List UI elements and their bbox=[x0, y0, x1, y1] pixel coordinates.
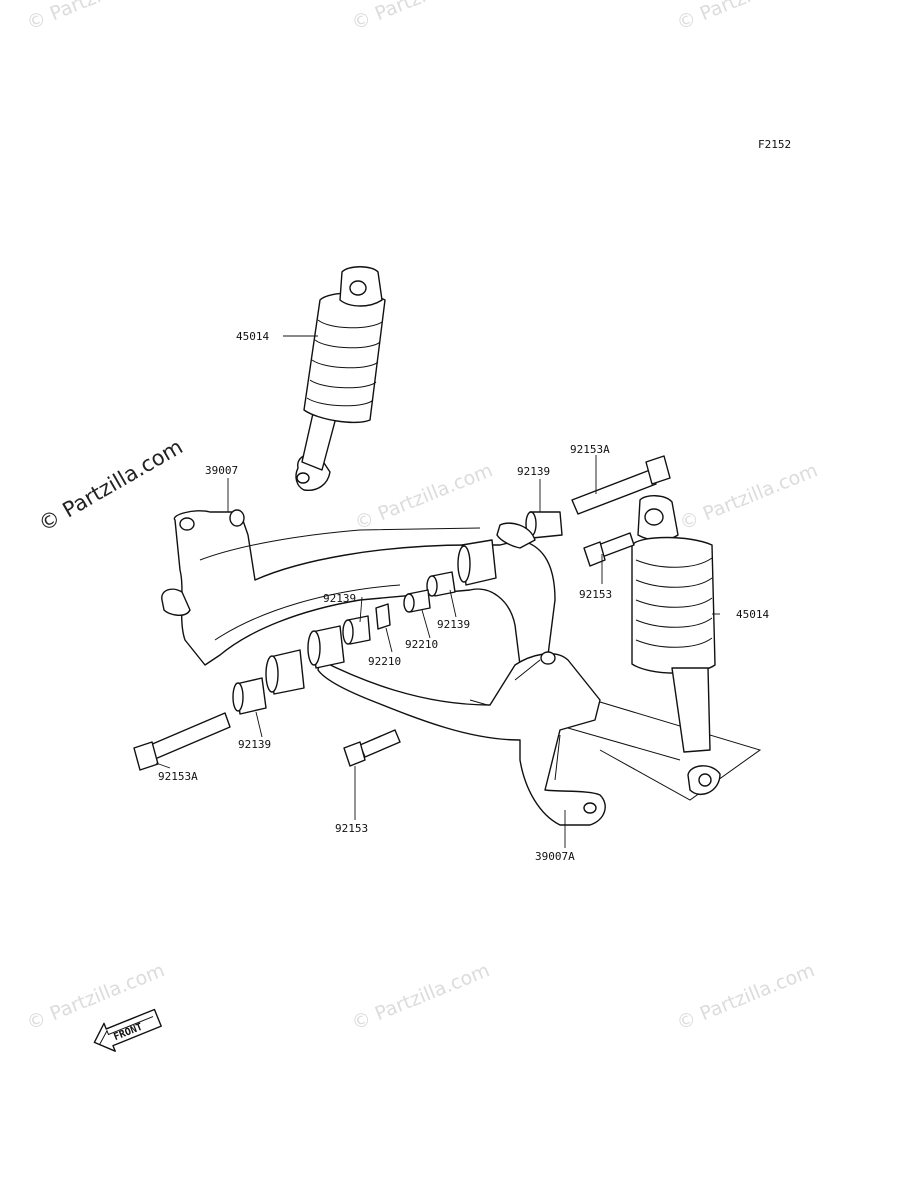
front-arrow: FRONT bbox=[93, 1008, 162, 1052]
watermark: © Partzilla.com bbox=[24, 0, 168, 35]
watermark-main: © Partzilla.com bbox=[35, 435, 187, 537]
part-labels: 45014 39007 92153A 92139 92153 45014 921… bbox=[158, 330, 769, 863]
label-92210-left: 92210 bbox=[368, 655, 401, 668]
watermark: © Partzilla.com bbox=[349, 0, 493, 35]
label-39007: 39007 bbox=[205, 464, 238, 477]
label-45014-right: 45014 bbox=[736, 608, 769, 621]
watermark: © Partzilla.com bbox=[674, 959, 818, 1034]
label-92153-right: 92153 bbox=[579, 588, 612, 601]
label-92139-right-mid: 92139 bbox=[437, 618, 470, 631]
shock-absorber-right bbox=[631, 495, 721, 795]
label-39007a: 39007A bbox=[535, 850, 575, 863]
label-92153a-top: 92153A bbox=[570, 443, 610, 456]
watermark: © Partzilla.com bbox=[349, 959, 493, 1034]
label-45014-left: 45014 bbox=[236, 330, 269, 343]
figure-code: F2152 bbox=[758, 138, 791, 151]
shock-absorber-left bbox=[295, 266, 386, 491]
label-92153-bottom: 92153 bbox=[335, 822, 368, 835]
label-92210-right: 92210 bbox=[405, 638, 438, 651]
label-92153a-left: 92153A bbox=[158, 770, 198, 783]
label-92139-left-mid: 92139 bbox=[323, 592, 356, 605]
watermarks: © Partzilla.com © Partzilla.com © Partzi… bbox=[24, 0, 821, 1035]
label-92139-bottom: 92139 bbox=[238, 738, 271, 751]
watermark: © Partzilla.com bbox=[674, 0, 818, 35]
bolts bbox=[133, 455, 671, 771]
bushings bbox=[232, 511, 563, 715]
label-92139-top: 92139 bbox=[517, 465, 550, 478]
watermark: © Partzilla.com bbox=[352, 459, 496, 534]
lower-arm bbox=[317, 651, 606, 826]
leader-lines bbox=[155, 335, 720, 848]
watermark: © Partzilla.com bbox=[677, 459, 821, 534]
